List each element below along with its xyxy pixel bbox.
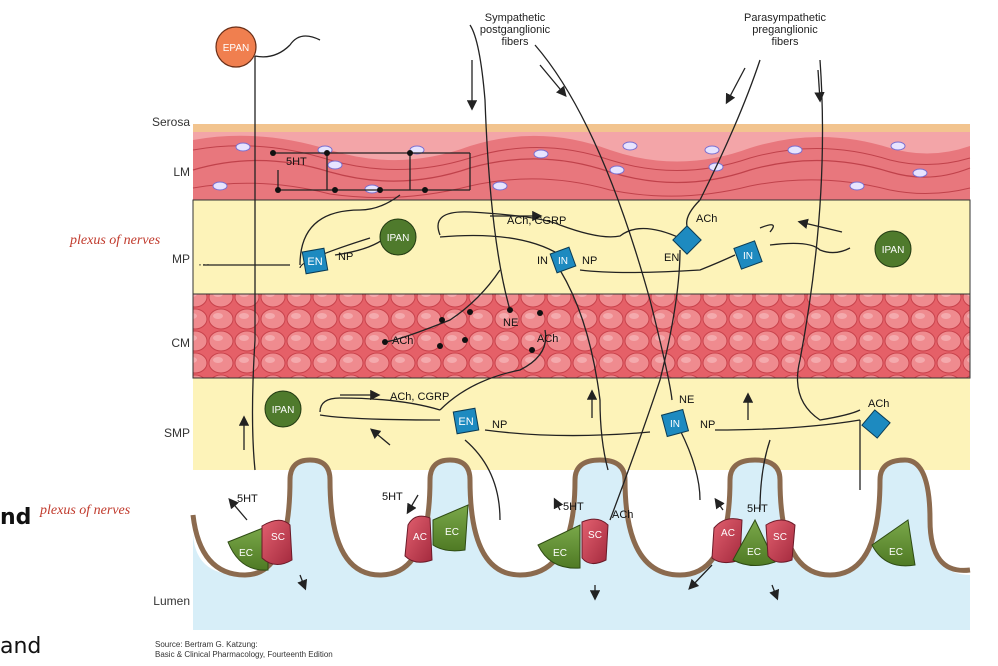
submucosal-plexus-band — [193, 378, 970, 470]
source-line-2: Basic & Clinical Pharmacology, Fourteent… — [155, 650, 333, 659]
parasympathetic-label-line1: Parasympathetic — [744, 12, 826, 24]
label-ach-villus-3: ACh — [612, 509, 633, 521]
plexus-note-submucosal: plexus of nerves — [40, 503, 131, 518]
nerve-fibers — [203, 24, 861, 521]
svg-text:AC: AC — [721, 528, 735, 539]
circular-muscle-layer — [192, 293, 971, 379]
myenteric-plexus-band — [192, 199, 971, 295]
en-neuron-mp-right — [672, 225, 702, 255]
figure-source-citation: Source: Bertram G. Katzung: Basic & Clin… — [155, 640, 333, 660]
layer-label-smp: SMP — [163, 426, 190, 440]
label-en-text-mp-right: EN — [664, 252, 679, 264]
svg-text:SC: SC — [773, 532, 787, 543]
label-np-mp-left: NP — [338, 251, 353, 263]
svg-text:EC: EC — [889, 547, 903, 558]
svg-text:EC: EC — [747, 547, 761, 558]
ipan-label-mp-right: IPAN — [882, 245, 905, 256]
svg-text:IN: IN — [670, 419, 680, 430]
mp-dots: ··· — [198, 257, 210, 271]
epan-label: EPAN — [223, 43, 250, 54]
label-5ht-villus-2: 5HT — [382, 491, 403, 503]
svg-text:EC: EC — [445, 527, 459, 538]
label-np-smp-right: NP — [700, 419, 715, 431]
en-neuron-mp: EN — [301, 247, 329, 275]
label-5ht-villus-1: 5HT — [237, 493, 258, 505]
layer-label-cm: CM — [171, 336, 190, 350]
ipan-neuron-mp-right — [874, 230, 912, 268]
label-ach-smp-right: ACh — [868, 398, 889, 410]
layer-label-serosa: Serosa — [151, 115, 190, 129]
mucosal-cells: EC SC AC EC EC SC AC EC SC EC — [227, 504, 916, 571]
svg-text:EC: EC — [553, 548, 567, 559]
mucosa-lining — [190, 457, 971, 578]
label-in-text-mp: IN — [537, 255, 548, 267]
epan-neuron — [215, 26, 257, 68]
serosa-layer — [193, 124, 970, 132]
label-ach-cm-left: ACh — [392, 335, 413, 347]
label-5ht-villus-3: 5HT — [563, 501, 584, 513]
parasympathetic-label-line2: preganglionic — [752, 24, 818, 36]
svg-text:EN: EN — [458, 416, 473, 428]
ipan-label-smp: IPAN — [272, 405, 295, 416]
parasympathetic-fibers-label: Parasympathetic preganglionic fibers — [720, 12, 850, 48]
clipped-text-and: and — [0, 634, 42, 659]
in-neuron-mp-center: IN — [549, 246, 577, 274]
source-line-1: Source: Bertram G. Katzung: — [155, 640, 258, 649]
label-ach-cm-right: ACh — [537, 333, 558, 345]
layer-label-lumen: Lumen — [153, 594, 190, 608]
label-ne-smp: NE — [679, 394, 694, 406]
flow-arrows — [228, 60, 843, 601]
svg-text:SC: SC — [271, 532, 285, 543]
label-np-mp-center: NP — [582, 255, 597, 267]
lm-nerve-network — [273, 152, 471, 191]
ipan-label-mp-left: IPAN — [387, 233, 410, 244]
ipan-neuron-mp-left — [379, 218, 417, 256]
ipan-neuron-smp — [264, 390, 302, 428]
sympathetic-label-line2: postganglionic — [479, 24, 551, 36]
longitudinal-muscle-layer — [192, 132, 971, 200]
clipped-text-nd: nd — [0, 505, 32, 530]
label-5ht-lm: 5HT — [286, 156, 307, 168]
svg-text:IN: IN — [743, 251, 753, 262]
svg-text:IN: IN — [558, 256, 568, 267]
in-neuron-mp-right: IN — [733, 240, 763, 270]
svg-text:EC: EC — [239, 548, 253, 559]
sympathetic-fibers-label: Sympathetic postganglionic fibers — [455, 12, 575, 48]
label-ach-cgrp-smp: ACh, CGRP — [390, 391, 449, 403]
svg-text:EN: EN — [307, 256, 322, 268]
layer-label-mp: MP — [172, 252, 190, 266]
plexus-note-myenteric: plexus of nerves — [70, 233, 161, 248]
label-ach-mp-right: ACh — [696, 213, 717, 225]
layer-label-lm: LM — [173, 165, 190, 179]
transmitter-labels: 5HT NP ACh, CGRP IN NP ACh EN ACh NE ACh… — [237, 156, 889, 521]
en-neuron-smp: EN — [452, 407, 480, 435]
lm-varicosities — [270, 150, 428, 193]
in-neuron-smp: IN — [660, 408, 690, 438]
motor-neuron-smp-right — [861, 409, 891, 439]
parasympathetic-label-line3: fibers — [771, 36, 799, 48]
label-ne-cm: NE — [503, 317, 518, 329]
cm-varicosities — [382, 307, 543, 353]
sympathetic-label-line3: fibers — [501, 36, 529, 48]
label-5ht-villus-4: 5HT — [747, 503, 768, 515]
label-np-smp-left: NP — [492, 419, 507, 431]
label-ach-cgrp-mp: ACh, CGRP — [507, 215, 566, 227]
svg-text:SC: SC — [588, 530, 602, 541]
svg-text:AC: AC — [413, 532, 427, 543]
sympathetic-label-line1: Sympathetic — [484, 12, 546, 24]
